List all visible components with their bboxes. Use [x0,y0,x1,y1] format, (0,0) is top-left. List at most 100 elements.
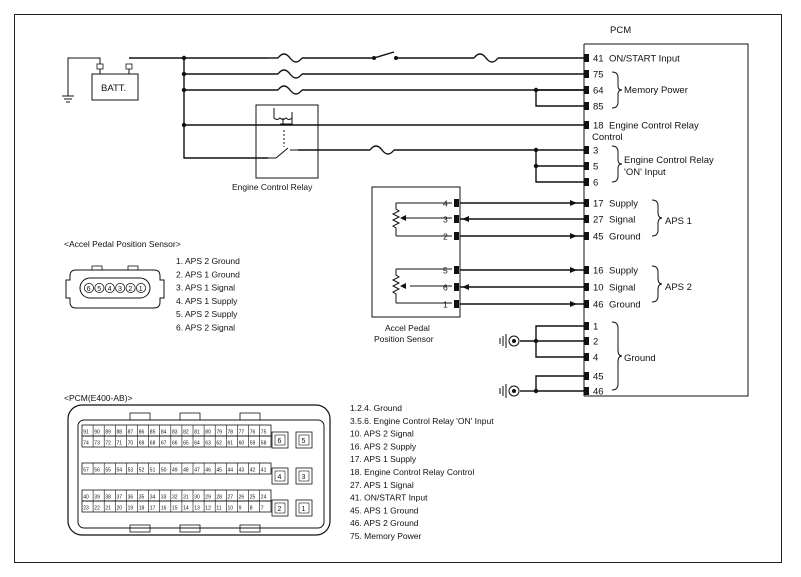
pcm-big-pin-inner [274,502,286,514]
pcm-legend-item: 16. APS 2 Supply [350,441,417,451]
pcm-pin-terminal [584,283,589,291]
memory-power-label: Memory Power [624,85,688,96]
pcm-pin-cell: 12 [205,506,211,512]
pcm-pin-terminal [584,387,589,395]
pcm-legend-item: 46. APS 2 Ground [350,518,419,528]
pcm-pin-cell: 10 [228,506,234,512]
aps-pin-list-item: 3. APS 1 Signal [176,283,235,293]
aps-face-pin [125,282,136,293]
aps-sensor-pin-terminal [454,300,459,308]
aps-sensor-pin-number: 6 [443,283,448,293]
pcm-pin-cell: 60 [239,441,245,447]
junction [533,147,539,153]
pcm-pin-cell: 32 [172,495,178,501]
pcm-connector-face [67,404,331,536]
aps-pin-list-item: 6. APS 2 Signal [176,323,235,333]
battery-ground-wire [67,57,101,96]
pcm-pin-terminal [584,162,589,170]
aps-sensor-pin-number: 3 [443,215,448,225]
pcm-pin-cell: 18 [139,506,145,512]
pcm-pin-cell: 44 [228,468,234,474]
ground-brace [611,321,623,391]
aps-face-pin-number: 4 [108,286,112,293]
pcm-pin-number: 3 [593,146,598,157]
battery-label: BATT. [101,83,126,94]
pcm-pin-cell: 89 [105,430,111,436]
pcm-pin-cell: 76 [250,430,256,436]
pcm-pin-cell: 53 [128,468,134,474]
pcm-pin-number: 1 [593,322,598,333]
pcm-pin-cell: 68 [150,441,156,447]
pcm-pin-cell: 39 [94,495,100,501]
pcm-pin-cell: 22 [94,506,100,512]
pcm-big-pin-number: 4 [278,474,282,481]
pcm-pin-number: 75 [593,70,604,81]
pcm-pin-terminal [584,199,589,207]
aps-pin-list-item: 1. APS 2 Ground [176,256,240,266]
aps2-group-label: APS 2 [665,282,692,293]
battery-pos-terminal [125,63,133,70]
junction [533,338,539,344]
pcm-pin-cell: 56 [94,468,100,474]
pcm-big-pin-inner [274,470,286,482]
ground-symbol-2 [499,384,520,398]
pcm-pin-number: 10 [593,283,604,294]
relay-contact [268,130,298,159]
ecr-on-brace [611,145,623,183]
aps1-brace [651,199,663,237]
pcm-pin-cell: 90 [94,430,100,436]
aps-face-pin-number: 6 [87,286,91,293]
pcm-pin-row [81,462,272,475]
pcm-pin-cell: 21 [105,506,111,512]
pcm-pin-cell: 19 [128,506,134,512]
pcm-pin-cell: 45 [216,468,222,474]
pcm-pin-cell: 20 [117,506,123,512]
pin18-label-line2: Control [592,132,623,143]
pcm-pin-label: Engine Control Relay [609,121,699,132]
pcm-big-pin-number: 2 [278,506,282,513]
pcm-pin-label: Supply [609,199,638,210]
pcm-pin-terminal [584,215,589,223]
pcm-pin-cell: 25 [250,495,256,501]
pcm-pin-terminal [584,121,589,129]
pcm-pin-terminal [584,300,589,308]
pcm-pin-cell: 16 [161,506,167,512]
pcm-pin-number: 2 [593,337,598,348]
junction [181,55,187,61]
pcm-pin-cell: 36 [128,495,134,501]
wire-arrows [462,200,577,307]
pcm-pin-cell: 64 [194,441,200,447]
pcm-big-pin-number: 5 [302,438,306,445]
pcm-pin-cell: 23 [83,506,89,512]
pcm-pin-cell: 81 [194,430,200,436]
pcm-pin-cell: 62 [216,441,222,447]
pcm-pin-terminal [584,322,589,330]
pcm-pin-cell: 27 [228,495,234,501]
pcm-pin-cell: 74 [83,441,89,447]
pcm-pin-label: ON/START Input [609,54,680,65]
aps-pin-list-item: 5. APS 2 Supply [176,309,238,319]
pcm-pin-cell: 9 [239,506,242,512]
pcm-pin-label: Supply [609,266,638,277]
junction [533,163,539,169]
pcm-pin-cell: 75 [261,430,267,436]
relay-box [255,104,319,179]
fuse-64 [277,85,303,95]
aps1-group-label: APS 1 [665,216,692,227]
pcm-pin-number: 46 [593,387,604,398]
aps-face-pin [115,282,126,293]
pcm-pin-cell: 30 [194,495,200,501]
pcm-pin-terminal [584,70,589,78]
aps-sensor-pin-terminal [454,266,459,274]
aps1-potentiometer [391,202,452,237]
pcm-big-pin [271,467,289,485]
pcm-pin-cell: 82 [183,430,189,436]
pcm-pin-number: 16 [593,266,604,277]
pcm-pin-row [81,435,272,448]
pcm-pin-terminal [584,54,589,62]
